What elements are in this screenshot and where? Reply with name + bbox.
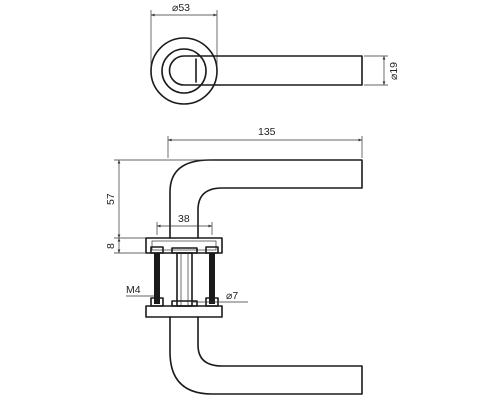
rose-diameter-value: 53 [178, 2, 190, 14]
rose-outer-circle [150, 37, 218, 105]
lower-lever-outline [169, 316, 363, 395]
bolt-spacing-value: 38 [178, 213, 190, 225]
top-view [150, 37, 363, 105]
lever-top-outline [168, 55, 363, 86]
diameter-symbol: ⌀ [388, 73, 400, 80]
rose-diameter-dimension: ⌀53 [150, 2, 218, 67]
right-bolt [209, 253, 215, 304]
lever-length-dimension: 135 [167, 126, 363, 158]
spindle-diameter-callout: ⌀7 [192, 290, 248, 303]
diameter-symbol: ⌀ [226, 290, 233, 302]
lower-rose [145, 305, 223, 318]
screw-thread-value: M4 [126, 284, 141, 296]
side-view [145, 159, 363, 395]
diameter-symbol: ⌀ [172, 2, 179, 14]
svg-text:⌀19: ⌀19 [388, 62, 400, 80]
screw-thread-callout: M4 [126, 284, 154, 297]
rose-thickness-value: 8 [105, 243, 117, 249]
left-bolt [154, 253, 160, 304]
lever-height-value: 57 [105, 193, 117, 205]
svg-text:⌀53: ⌀53 [172, 2, 190, 14]
svg-text:⌀7: ⌀7 [226, 290, 238, 302]
spindle [176, 252, 193, 307]
lever-diameter-dimension: ⌀19 [364, 55, 400, 86]
rose-thickness-dimension: 8 [105, 238, 146, 254]
lever-diameter-value: 19 [388, 62, 400, 74]
upper-rose [145, 237, 223, 254]
bolt-spacing-dimension: 38 [156, 213, 213, 235]
rose-inner-circle [161, 48, 207, 94]
spindle-diameter-value: 7 [232, 290, 238, 302]
lever-length-value: 135 [258, 126, 276, 138]
upper-lever-outline [169, 159, 363, 239]
